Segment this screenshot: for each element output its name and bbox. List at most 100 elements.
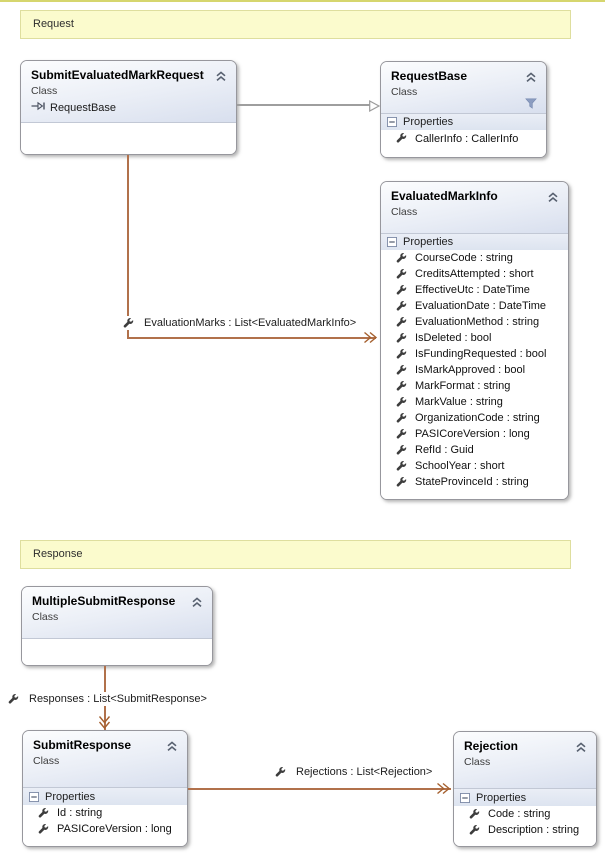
association-line-evaluationmarks-vertical xyxy=(127,155,129,338)
base-type-label: RequestBase xyxy=(50,101,117,114)
class-box-evaluated-mark-info[interactable]: EvaluatedMarkInfo Class Properties Cours… xyxy=(380,181,569,500)
property-row[interactable]: EvaluationMethod : string xyxy=(381,314,568,330)
collapse-minus-icon[interactable] xyxy=(387,117,397,127)
property-label: IsDeleted : bool xyxy=(415,332,492,344)
collapse-chevron-icon[interactable] xyxy=(166,739,178,752)
association-arrow-icon xyxy=(434,782,451,800)
class-kind-label: Class xyxy=(33,755,60,767)
inherits-arrow-icon xyxy=(31,101,45,114)
class-header: EvaluatedMarkInfo Class xyxy=(381,182,568,233)
class-kind-label: Class xyxy=(391,86,418,98)
property-row[interactable]: IsFundingRequested : bool xyxy=(381,346,568,362)
class-box-request-base[interactable]: RequestBase Class Properties CallerInfo … xyxy=(380,61,547,158)
wrench-icon xyxy=(396,284,407,296)
clipped-banner-edge xyxy=(0,0,605,2)
property-row[interactable]: Code : string xyxy=(454,806,596,822)
property-label: EvaluationMethod : string xyxy=(415,316,540,328)
property-label: RefId : Guid xyxy=(415,444,474,456)
collapse-minus-icon[interactable] xyxy=(460,792,470,803)
properties-section-header[interactable]: Properties xyxy=(23,787,187,805)
class-header: Rejection Class xyxy=(454,732,596,788)
properties-section-header[interactable]: Properties xyxy=(381,233,568,250)
properties-section-header[interactable]: Properties xyxy=(454,788,596,806)
property-label: Description : string xyxy=(488,824,580,836)
property-row[interactable]: CallerInfo : CallerInfo xyxy=(381,130,546,147)
wrench-icon xyxy=(396,332,407,344)
property-row[interactable]: EffectiveUtc : DateTime xyxy=(381,282,568,298)
properties-label: Properties xyxy=(476,791,527,804)
class-header: RequestBase Class xyxy=(381,62,546,113)
wrench-icon xyxy=(396,476,407,488)
wrench-icon xyxy=(396,396,407,408)
wrench-icon xyxy=(396,268,407,280)
wrench-icon xyxy=(469,824,480,836)
collapse-minus-icon[interactable] xyxy=(29,791,39,802)
property-row[interactable]: IsDeleted : bool xyxy=(381,330,568,346)
property-label: OrganizationCode : string xyxy=(415,412,540,424)
wrench-icon xyxy=(396,300,407,312)
class-title: SubmitEvaluatedMarkRequest xyxy=(31,68,204,82)
class-title: EvaluatedMarkInfo xyxy=(391,189,498,203)
property-row[interactable]: IsMarkApproved : bool xyxy=(381,362,568,378)
property-label: IsMarkApproved : bool xyxy=(415,364,526,376)
property-label: SchoolYear : short xyxy=(415,460,505,472)
collapse-chevron-icon[interactable] xyxy=(525,70,537,83)
association-label-text: EvaluationMarks : List<EvaluatedMarkInfo… xyxy=(144,317,357,329)
empty-body-compartment xyxy=(22,638,212,665)
collapse-chevron-icon[interactable] xyxy=(547,190,559,203)
class-kind-label: Class xyxy=(391,206,418,218)
property-label: PASICoreVersion : long xyxy=(415,428,530,440)
wrench-icon xyxy=(396,348,407,360)
property-row[interactable]: Id : string xyxy=(23,805,187,821)
property-row[interactable]: RefId : Guid xyxy=(381,442,568,458)
collapse-chevron-icon[interactable] xyxy=(575,740,587,753)
property-label: StateProvinceId : string xyxy=(415,476,529,488)
association-label-responses[interactable]: Responses : List<SubmitResponse> xyxy=(5,692,210,706)
class-box-submit-response[interactable]: SubmitResponse Class Properties Id : str… xyxy=(22,730,188,847)
property-row[interactable]: OrganizationCode : string xyxy=(381,410,568,426)
property-label: CreditsAttempted : short xyxy=(415,268,534,280)
wrench-icon xyxy=(38,807,49,819)
wrench-icon xyxy=(38,823,49,835)
property-row[interactable]: CourseCode : string xyxy=(381,250,568,266)
property-label: CourseCode : string xyxy=(415,252,513,264)
class-title: Rejection xyxy=(464,739,519,753)
property-label: MarkValue : string xyxy=(415,396,503,408)
class-box-rejection[interactable]: Rejection Class Properties Code : string… xyxy=(453,731,597,847)
property-row[interactable]: PASICoreVersion : long xyxy=(23,821,187,837)
properties-section-header[interactable]: Properties xyxy=(381,113,546,130)
property-row[interactable]: EvaluationDate : DateTime xyxy=(381,298,568,314)
class-title: RequestBase xyxy=(391,69,468,83)
empty-body-compartment xyxy=(21,122,236,154)
wrench-icon xyxy=(275,766,286,778)
class-header: SubmitEvaluatedMarkRequest Class Request… xyxy=(21,61,236,122)
association-line-rejections xyxy=(188,788,451,790)
association-arrow-icon xyxy=(361,331,378,349)
association-arrow-icon xyxy=(98,713,111,735)
property-label: MarkFormat : string xyxy=(415,380,511,392)
property-row[interactable]: SchoolYear : short xyxy=(381,458,568,474)
group-banner-response[interactable]: Response xyxy=(20,540,571,569)
property-row[interactable]: MarkFormat : string xyxy=(381,378,568,394)
property-row[interactable]: StateProvinceId : string xyxy=(381,474,568,490)
class-kind-label: Class xyxy=(32,611,59,623)
property-row[interactable]: CreditsAttempted : short xyxy=(381,266,568,282)
property-row[interactable]: PASICoreVersion : long xyxy=(381,426,568,442)
wrench-icon xyxy=(396,364,407,376)
filter-funnel-icon[interactable] xyxy=(525,96,537,109)
association-label-text: Rejections : List<Rejection> xyxy=(296,766,433,778)
wrench-icon xyxy=(396,380,407,392)
property-label: Id : string xyxy=(57,807,103,819)
association-label-rejections[interactable]: Rejections : List<Rejection> xyxy=(272,765,436,779)
collapse-chevron-icon[interactable] xyxy=(215,69,227,82)
class-header: MultipleSubmitResponse Class xyxy=(22,587,212,638)
properties-label: Properties xyxy=(403,236,454,248)
collapse-minus-icon[interactable] xyxy=(387,237,397,247)
association-label-evaluationmarks[interactable]: EvaluationMarks : List<EvaluatedMarkInfo… xyxy=(120,316,360,330)
class-box-submit-evaluated-mark-request[interactable]: SubmitEvaluatedMarkRequest Class Request… xyxy=(20,60,237,155)
property-row[interactable]: Description : string xyxy=(454,822,596,838)
group-banner-request[interactable]: Request xyxy=(20,10,571,39)
collapse-chevron-icon[interactable] xyxy=(191,595,203,608)
class-box-multiple-submit-response[interactable]: MultipleSubmitResponse Class xyxy=(21,586,213,666)
property-row[interactable]: MarkValue : string xyxy=(381,394,568,410)
